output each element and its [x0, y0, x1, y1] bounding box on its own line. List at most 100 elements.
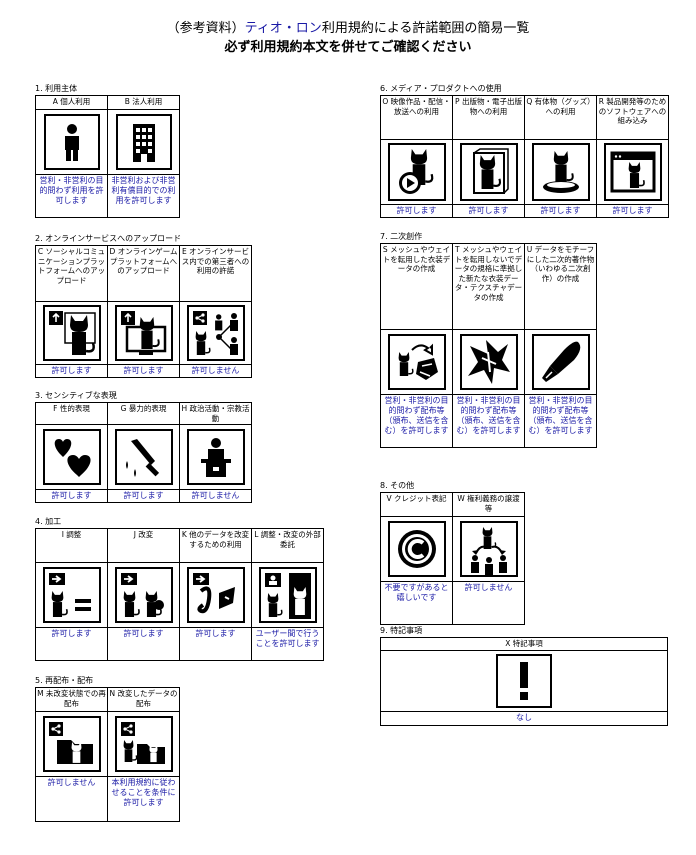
software-window-icon: [603, 143, 662, 201]
cell-heading: C ソーシャルコミュニケーションプラットフォームへのアップロード: [36, 246, 107, 302]
cell-status: 非営利および非営利有償目的での利用を許可します: [111, 176, 176, 205]
cell-heading: B 法人利用: [108, 96, 179, 110]
cell-heading: M 未改変状態での再配布: [36, 688, 107, 712]
cell-status: 許可します: [51, 366, 92, 375]
icon-area: [381, 140, 452, 205]
cell-heading: V クレジット表記: [381, 493, 452, 517]
cell-political-religious: H 政治活動・宗教活動 許可しません: [180, 403, 251, 502]
icon-area: [108, 302, 179, 365]
cell-distribute-modified: N 改変したデータの配布 本利用規約に従わせることを条件に許可します: [108, 688, 179, 821]
icon-area: [36, 563, 107, 628]
icon-area: [453, 330, 524, 395]
cell-special-notes: X 特記事項 なし: [381, 638, 667, 725]
license-table: C ソーシャルコミュニケーションプラットフォームへのアップロード 許可します D…: [35, 245, 252, 378]
cell-heading: N 改変したデータの配布: [108, 688, 179, 712]
cell-fan-creation: U データをモチーフにした二次的著作物（いわゆる二次創作）の作成 営利・非営利の…: [525, 244, 596, 447]
section-title: 8. その他: [380, 481, 415, 490]
cell-status: 許可します: [468, 206, 509, 215]
cell-heading: S メッシュやウェイトを転用した衣装データの作成: [381, 244, 452, 330]
icon-area: [381, 330, 452, 395]
cell-outsource: L 調整・改変の外部委託 ユーザー間で行うことを許可します: [252, 529, 323, 660]
section-derivative: 7. 二次創作 S メッシュやウェイトを転用した衣装データの作成 営利・非営利の…: [380, 232, 597, 448]
new-costume-icon: [459, 334, 518, 390]
cell-status: 許可します: [123, 629, 164, 638]
cell-status: 許可しません: [191, 491, 240, 500]
icon-area: [180, 563, 251, 628]
cell-status: 許可します: [51, 491, 92, 500]
cell-transfer-rights: W 権利義務の譲渡等 許可しません: [453, 493, 524, 624]
icon-area: [108, 110, 179, 175]
icon-area: [36, 110, 107, 175]
cell-goods: Q 有体物（グッズ）への利用 許可します: [525, 96, 597, 217]
cell-heading: G 暴力的表現: [108, 403, 179, 425]
knife-icon: [114, 429, 173, 485]
cell-sexual: F 性的表現 許可します: [36, 403, 108, 502]
icon-area: [180, 425, 251, 490]
cell-heading: H 政治活動・宗教活動: [180, 403, 251, 425]
cell-status: 許可します: [540, 206, 581, 215]
section-title: 6. メディア・プロダクトへの使用: [380, 84, 502, 93]
cell-status: ユーザー間で行うことを許可します: [255, 629, 320, 648]
license-table: S メッシュやウェイトを転用した衣装データの作成 営利・非営利の目的問わず配布等…: [380, 243, 597, 448]
cell-modify-other: K 他のデータを改変するための利用 許可します: [180, 529, 252, 660]
transfer-rights-icon: [459, 521, 518, 577]
cell-heading: U データをモチーフにした二次的著作物（いわゆる二次創作）の作成: [525, 244, 596, 330]
cell-corporate-use: B 法人利用 非営利および非営利有償目的での利用を許可します: [108, 96, 179, 217]
person-icon: [43, 114, 100, 170]
icon-area: [453, 517, 524, 582]
cell-credit: V クレジット表記 不要ですがあると嬉しいです: [381, 493, 453, 624]
cell-costume-recycle: S メッシュやウェイトを転用した衣装データの作成 営利・非営利の目的問わず配布等…: [381, 244, 453, 447]
adjust-icon: [42, 567, 101, 623]
license-table: I 調整 許可します J 改変 許可します K 他のデータを改変するための利用: [35, 528, 324, 661]
license-table: V クレジット表記 不要ですがあると嬉しいです W 権利義務の譲渡等 許可しませ…: [380, 492, 525, 625]
page-title: （参考資料）ティオ・ロン利用規約による許諾範囲の簡易一覧: [166, 21, 530, 36]
cell-video: O 映像作品・配信・放送への利用 許可します: [381, 96, 453, 217]
podium-speaker-icon: [186, 429, 245, 485]
section-processing: 4. 加工 I 調整 許可します J 改変 許可します K 他のデータを改変する…: [35, 517, 324, 661]
upload-social-icon: [42, 305, 101, 361]
cell-redistribute-unmodified: M 未改変状態での再配布 許可しません: [36, 688, 108, 821]
section-user-type: 1. 利用主体 A 個人利用 営利・非営利の目的問わず利用を許可します B 法人…: [35, 84, 180, 218]
icon-area: [108, 563, 179, 628]
license-table: A 個人利用 営利・非営利の目的問わず利用を許可します B 法人利用 非営利およ…: [35, 95, 180, 218]
cell-status: 営利・非営利の目的問わず利用を許可します: [39, 176, 104, 205]
cell-heading: T メッシュやウェイトを転用しないでデータの規格に準拠した新たな衣装データ・テク…: [453, 244, 524, 330]
section-title: 5. 再配布・配布: [35, 676, 94, 685]
cell-heading: J 改変: [108, 529, 179, 563]
license-table: M 未改変状態での再配布 許可しません N 改変したデータの配布 本利用規約に従…: [35, 687, 180, 822]
cell-heading: Q 有体物（グッズ）への利用: [525, 96, 596, 140]
cell-new-costume: T メッシュやウェイトを転用しないでデータの規格に準拠した新たな衣装データ・テク…: [453, 244, 525, 447]
cell-heading: W 権利義務の譲渡等: [453, 493, 524, 517]
cell-status: 不要ですがあると嬉しいです: [384, 583, 449, 602]
upload-game-icon: [114, 305, 173, 361]
icon-area: [597, 140, 668, 205]
cell-third-party-license: E オンラインサービス内での第三者への利用の許諾 許可しません: [180, 246, 251, 377]
cell-status: 許可します: [51, 629, 92, 638]
cell-heading: R 製品開発等のためのソフトウェアへの組み込み: [597, 96, 668, 140]
cell-status: 営利・非営利の目的問わず配布等（頒布、送信を含む）を許可します: [528, 396, 593, 435]
cell-heading: P 出版物・電子出版物への利用: [453, 96, 524, 140]
cell-publication: P 出版物・電子出版物への利用 許可します: [453, 96, 525, 217]
cell-status: 許可しません: [464, 583, 513, 592]
icon-area: [525, 140, 596, 205]
cell-status: 許可しません: [47, 778, 96, 787]
cell-personal-use: A 個人利用 営利・非営利の目的問わず利用を許可します: [36, 96, 108, 217]
publication-icon: [459, 143, 518, 201]
distribute-modified-icon: [114, 716, 173, 772]
cell-heading: O 映像作品・配信・放送への利用: [381, 96, 452, 140]
icon-area: [36, 425, 107, 490]
copyright-icon: [387, 521, 446, 577]
cell-status: なし: [516, 713, 532, 722]
icon-area: [453, 140, 524, 205]
license-table: O 映像作品・配信・放送への利用 許可します P 出版物・電子出版物への利用 許…: [380, 95, 669, 218]
cell-status: 許可します: [123, 366, 164, 375]
section-sensitive: 3. センシティブな表現 F 性的表現 許可します G 暴力的表現 許可します …: [35, 391, 252, 503]
page-subtitle: 必ず利用規約本文を併せてご確認ください: [224, 40, 472, 55]
icon-area: [252, 563, 323, 628]
office-building-icon: [115, 114, 172, 170]
cell-status: 許可します: [123, 491, 164, 500]
modify-icon: [114, 567, 173, 623]
redistribute-icon: [42, 716, 101, 772]
modify-other-icon: [186, 567, 245, 623]
hearts-icon: [42, 429, 101, 485]
